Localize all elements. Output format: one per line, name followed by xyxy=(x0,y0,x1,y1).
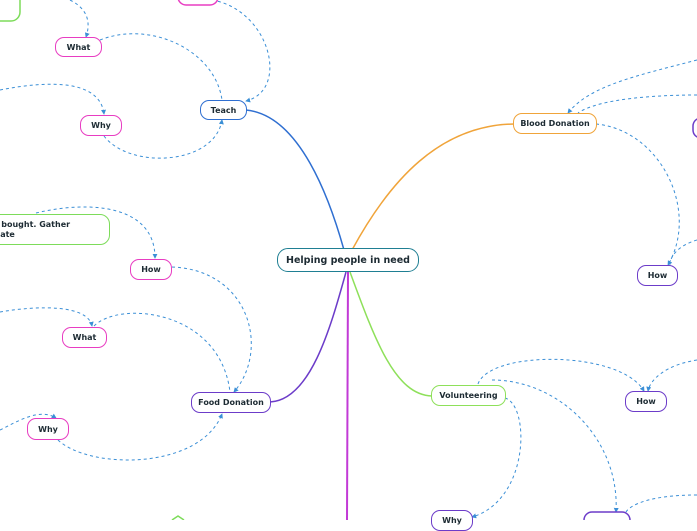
mindmap-connectors xyxy=(0,0,697,520)
relation-line xyxy=(0,413,57,431)
relation-line xyxy=(477,358,645,392)
note-line-2: onate xyxy=(0,230,15,239)
subtopic-food-donation-how-label: How xyxy=(141,265,161,274)
relation-line xyxy=(69,0,90,38)
relation-line xyxy=(491,379,619,513)
relation-line xyxy=(0,83,106,115)
topic-food-donation-label: Food Donation xyxy=(198,398,264,407)
partial-node-bottom-left xyxy=(171,515,185,520)
subtopic-food-donation-what[interactable]: What xyxy=(62,327,107,348)
subtopic-teach-why-label: Why xyxy=(91,121,111,130)
subtopic-food-donation-why-label: Why xyxy=(38,424,58,434)
relation-line xyxy=(211,0,271,103)
note-food-donation-how[interactable]: or bought. Gather onate xyxy=(0,214,110,245)
topic-blood-donation-label: Blood Donation xyxy=(520,119,590,128)
subtopic-teach-what-label: What xyxy=(66,42,91,52)
note-line-1: or bought. Gather xyxy=(0,220,71,229)
central-topic-label: Helping people in need xyxy=(286,254,410,266)
branch-line-food-donation xyxy=(269,271,347,403)
relation-line xyxy=(595,123,680,266)
relation-line xyxy=(646,359,697,392)
subtopic-food-donation-why[interactable]: Why xyxy=(27,418,69,440)
subtopic-blood-donation-how-label: How xyxy=(647,271,668,280)
relation-line xyxy=(577,94,697,114)
partial-node-bottom-right xyxy=(583,511,631,520)
relation-line xyxy=(625,494,697,513)
topic-food-donation[interactable]: Food Donation xyxy=(191,392,271,413)
subtopic-blood-donation-how[interactable]: How xyxy=(637,265,678,286)
relation-line xyxy=(471,397,522,519)
branch-line-volunteering xyxy=(349,271,433,397)
subtopic-food-donation-how[interactable]: How xyxy=(130,259,172,280)
topic-volunteering-label: Volunteering xyxy=(439,391,498,400)
relation-line xyxy=(0,307,94,327)
relation-line xyxy=(103,119,224,159)
relation-line xyxy=(99,33,223,101)
branch-line-vertical xyxy=(346,271,349,520)
relation-line xyxy=(171,266,252,393)
relation-line xyxy=(669,239,697,266)
central-topic[interactable]: Helping people in need xyxy=(277,248,419,272)
branch-line-blood-donation xyxy=(351,123,515,251)
subtopic-volunteering-how[interactable]: How xyxy=(625,391,667,412)
partial-node-right xyxy=(692,118,697,138)
branch-line-teach xyxy=(245,109,345,251)
relation-line xyxy=(567,59,697,114)
partial-node-top xyxy=(177,0,219,6)
topic-teach-label: Teach xyxy=(210,105,237,115)
subtopic-teach-what[interactable]: What xyxy=(55,37,102,57)
relation-line xyxy=(57,413,223,461)
subtopic-volunteering-why-label: Why xyxy=(442,516,462,525)
subtopic-teach-why[interactable]: Why xyxy=(80,115,122,136)
partial-node-top-left xyxy=(0,0,21,22)
topic-volunteering[interactable]: Volunteering xyxy=(431,385,506,406)
relation-line xyxy=(93,312,231,393)
topic-blood-donation[interactable]: Blood Donation xyxy=(513,113,597,134)
subtopic-volunteering-how-label: How xyxy=(636,397,656,406)
topic-teach[interactable]: Teach xyxy=(200,100,247,120)
relation-line xyxy=(35,206,158,259)
subtopic-food-donation-what-label: What xyxy=(72,333,97,342)
subtopic-volunteering-why[interactable]: Why xyxy=(431,510,473,531)
